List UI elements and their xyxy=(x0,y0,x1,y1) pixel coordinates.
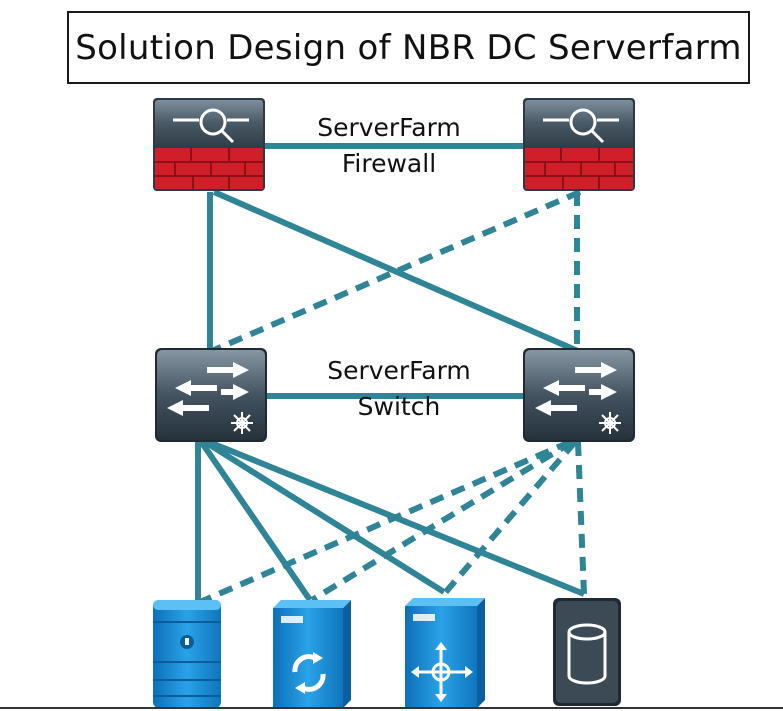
link-sw2-server2 xyxy=(310,439,574,603)
firewall-label-line2: Firewall xyxy=(341,149,437,178)
link-fw2-sw1 xyxy=(212,189,582,353)
firewall-icon xyxy=(523,98,635,191)
bottom-divider xyxy=(0,707,783,709)
layer3-switch-icon xyxy=(523,348,635,442)
sync-server-icon xyxy=(273,600,351,708)
layer3-switch-icon xyxy=(155,348,267,442)
application-server-icon xyxy=(405,598,485,708)
diagram-title: Solution Design of NBR DC Serverfarm xyxy=(67,11,750,84)
firewall-icon xyxy=(153,98,265,191)
firewall-label-line1: ServerFarm xyxy=(317,113,461,142)
link-sw2-server4 xyxy=(575,441,587,595)
link-sw1-server2 xyxy=(197,438,313,602)
link-fw1-sw2 xyxy=(212,189,582,355)
link-sw1-server3 xyxy=(200,437,446,595)
link-sw2-server1 xyxy=(198,439,572,605)
switch-label-line2: Switch xyxy=(357,392,441,421)
tower-server-icon xyxy=(153,600,221,708)
switch-label-line1: ServerFarm xyxy=(327,356,471,385)
firewall-pair-label: ServerFarm Firewall xyxy=(299,110,479,182)
link-sw2-server3 xyxy=(441,440,578,596)
storage-database-icon xyxy=(553,598,621,706)
switch-pair-label: ServerFarm Switch xyxy=(309,353,489,425)
